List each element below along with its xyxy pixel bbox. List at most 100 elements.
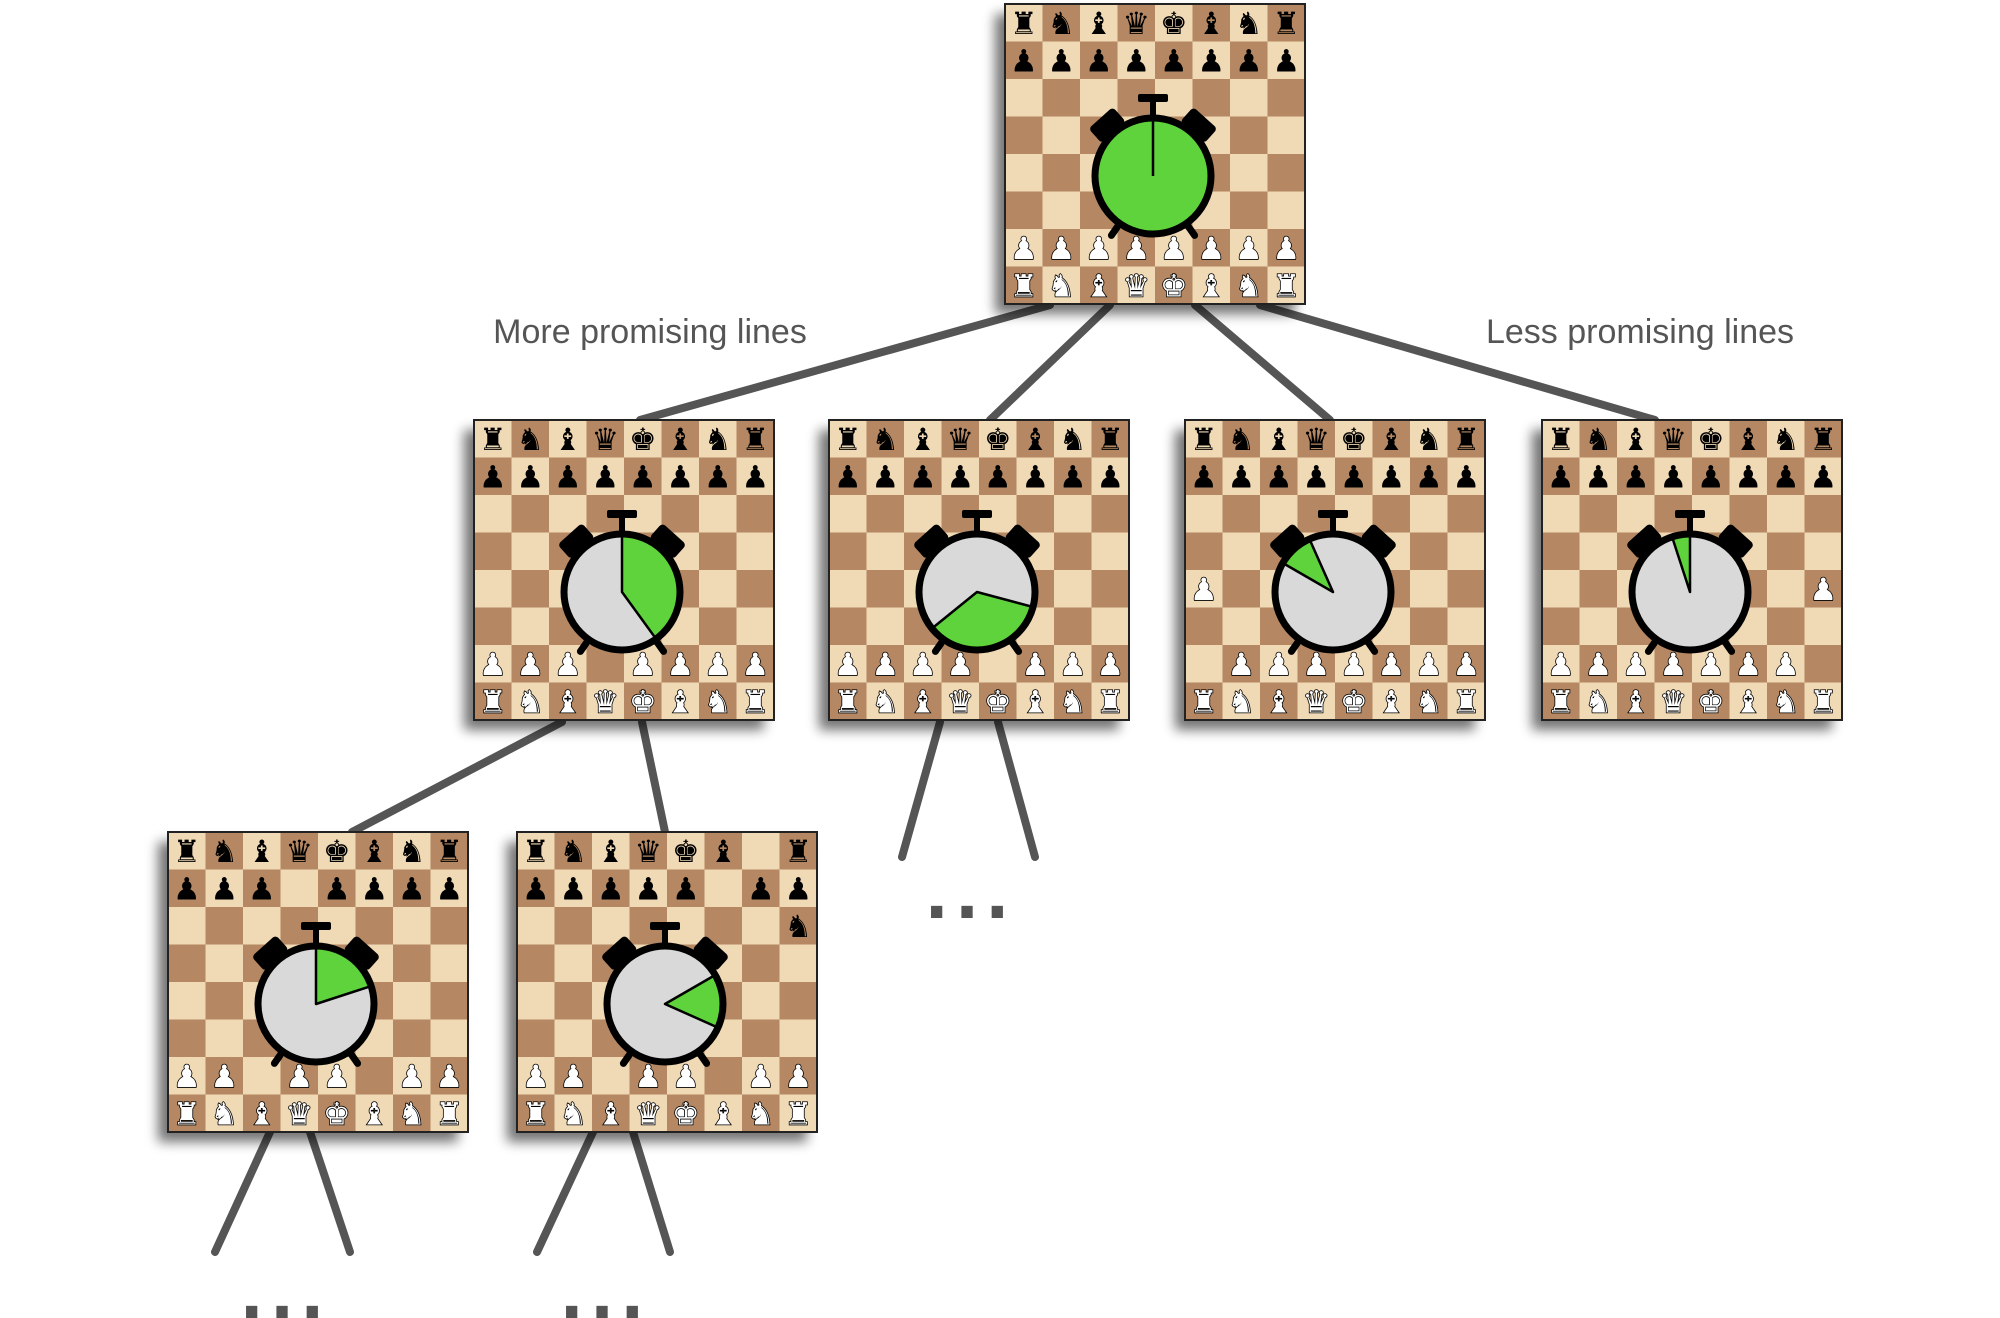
dark-square [318,869,356,907]
dark-square [1297,420,1335,458]
white-pawn-icon: ♟ [398,1059,426,1095]
black-king-icon: ♚ [984,422,1012,458]
white-bishop-icon: ♝ [909,685,937,721]
dark-square [1091,420,1129,458]
dark-square [1372,495,1410,533]
dark-square [474,682,512,720]
clock-bell [914,524,949,558]
edge-to-grandchild-2 [638,718,669,836]
clock-rim [1271,530,1395,654]
dark-square [1767,607,1805,645]
dark-square [1222,570,1260,608]
dark-square [1335,457,1373,495]
dark-square [979,457,1017,495]
dark-square [1729,495,1767,533]
dark-square [393,1094,431,1132]
white-knight-icon: ♞ [516,685,544,721]
black-bishop-icon: ♝ [554,422,582,458]
dark-square [1729,420,1767,458]
dark-square [779,1057,817,1095]
black-pawn-icon: ♟ [1377,460,1405,496]
dark-square [742,944,780,982]
clock-button [1675,510,1705,518]
dark-square [1155,266,1193,304]
dark-square [474,532,512,570]
dark-square [554,982,592,1020]
dark-square [1016,645,1054,683]
dark-square [624,457,662,495]
white-pawn-icon: ♟ [559,1059,587,1095]
dark-square [1054,532,1092,570]
dark-square [661,645,699,683]
white-rook-icon: ♜ [1272,269,1300,305]
dark-square [1185,607,1223,645]
clock-button [301,922,331,930]
dark-square [904,682,942,720]
black-knight-icon: ♞ [1227,422,1255,458]
black-rook-icon: ♜ [741,422,769,458]
dark-square [704,1057,742,1095]
dark-square [1222,645,1260,683]
dark-square [1005,266,1043,304]
black-pawn-icon: ♟ [1227,460,1255,496]
dark-square [904,457,942,495]
more-promising-label: More promising lines [493,313,807,351]
black-knight-icon: ♞ [1415,422,1443,458]
dark-square [1005,41,1043,79]
clock-bell [1627,524,1662,558]
black-queen-icon: ♛ [1659,422,1687,458]
dark-square [1267,229,1305,267]
clock-bell [602,936,637,970]
dark-square [1410,457,1448,495]
clock-bell [253,936,288,970]
clock-bell [1361,524,1396,558]
black-pawn-icon: ♟ [666,460,694,496]
dark-square [742,1019,780,1057]
continuation-dots-child-2: ... [925,860,1016,934]
black-knight-icon: ♞ [784,909,812,945]
black-knight-icon: ♞ [1047,6,1075,42]
dark-square [205,832,243,870]
white-bishop-icon: ♝ [1197,269,1225,305]
alarm-clock-icon [253,922,379,1067]
dark-square [736,570,774,608]
black-pawn-icon: ♟ [1085,44,1113,80]
black-pawn-icon: ♟ [522,872,550,908]
dark-square [1054,457,1092,495]
dark-square [866,495,904,533]
white-pawn-icon: ♟ [1377,647,1405,683]
dark-square [1155,41,1193,79]
dark-square [866,570,904,608]
dark-square [704,832,742,870]
black-pawn-icon: ♟ [1010,44,1038,80]
black-knight-icon: ♞ [516,422,544,458]
white-bishop-icon: ♝ [554,685,582,721]
black-pawn-icon: ♟ [1047,44,1075,80]
white-rook-icon: ♜ [435,1097,463,1133]
black-pawn-icon: ♟ [554,460,582,496]
board-border [1541,419,1843,721]
dark-square [549,682,587,720]
dark-square [205,1057,243,1095]
dark-square [779,982,817,1020]
white-pawn-icon: ♟ [479,647,507,683]
black-king-icon: ♚ [1160,6,1188,42]
black-knight-icon: ♞ [210,834,238,870]
dark-square [517,944,555,982]
dark-square [829,457,867,495]
dark-square [1192,79,1230,117]
black-pawn-icon: ♟ [1547,460,1575,496]
board-border [828,419,1130,721]
continuation-edge-grandchild-2-2 [629,1128,674,1256]
dark-square [1005,191,1043,229]
board-grandchild-1: ♜♞♝♛♚♝♞♜♟♟♟♟♟♟♟♟♟♟♟♟♟♜♞♝♛♚♝♞♜ [167,831,469,1133]
black-pawn-icon: ♟ [984,460,1012,496]
dark-square [1579,420,1617,458]
black-king-icon: ♚ [672,834,700,870]
black-bishop-icon: ♝ [1085,6,1113,42]
clock-button [1138,94,1168,102]
dark-square [699,457,737,495]
less-promising-label: Less promising lines [1486,313,1794,351]
white-pawn-icon: ♟ [522,1059,550,1095]
